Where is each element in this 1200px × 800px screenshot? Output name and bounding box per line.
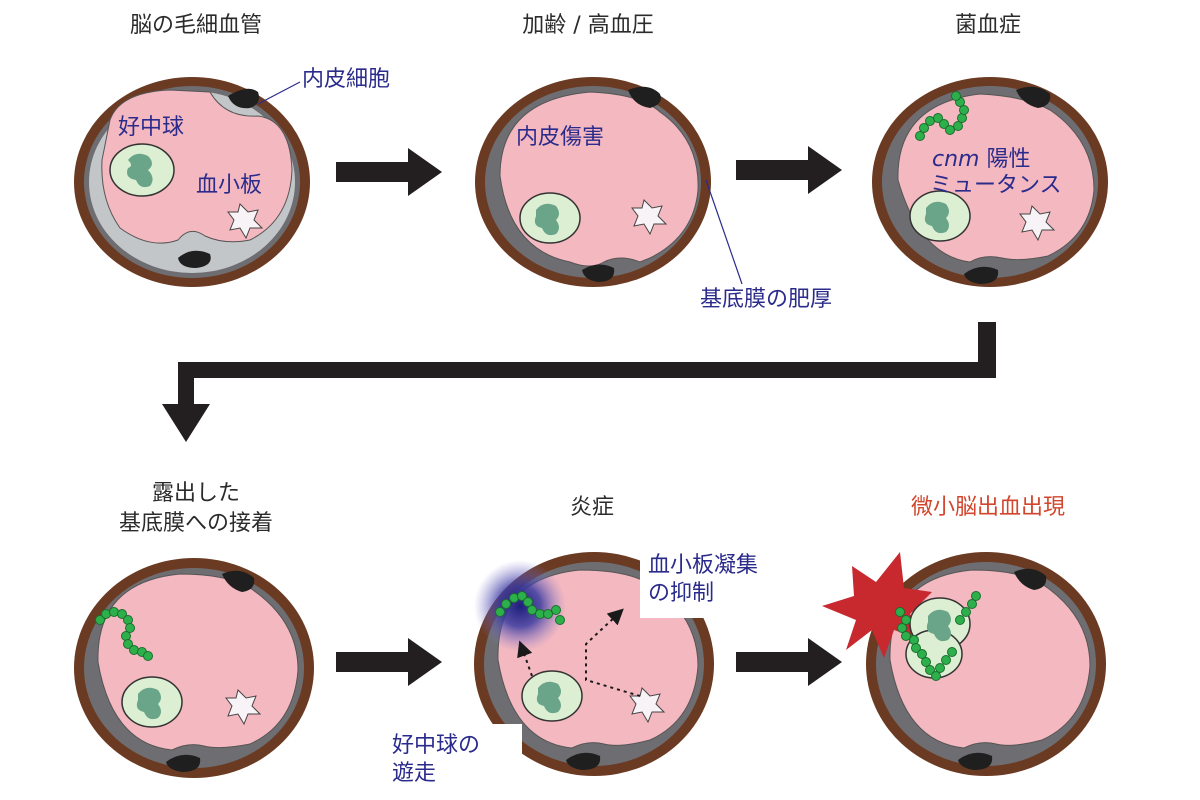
endothelial-nucleus [958, 752, 993, 770]
capillary-stage-5 [474, 552, 714, 776]
stage-4-title-line-1: 露出した [152, 481, 240, 506]
label-mutans: ミュータンス [930, 173, 1062, 198]
stage-2-title: 加齢 / 高血圧 [522, 13, 653, 38]
capillary-stage-6 [822, 552, 1106, 776]
label-cnm-italic: cnm [932, 147, 979, 172]
platelet-shape [225, 689, 262, 726]
endothelial-nucleus [964, 266, 999, 284]
platelet-shape [227, 203, 264, 240]
arrow-right [336, 148, 442, 196]
capillary-stage-4 [74, 558, 314, 778]
label-neutrophil-migration-line-1: 好中球の [392, 733, 480, 758]
endothelial-nucleus [628, 86, 661, 108]
lumen [499, 91, 699, 267]
label-neutrophil: 好中球 [118, 115, 184, 140]
bacteria-chain [495, 591, 565, 625]
bacteria-chain [95, 607, 153, 661]
endothelial-nucleus [1016, 86, 1051, 108]
label-endothelial-damage: 内皮傷害 [516, 125, 604, 150]
neutrophil-nucleus [926, 609, 951, 642]
neutrophil-nucleus [924, 201, 949, 234]
endothelial-nucleus [178, 250, 211, 268]
stage-1-title: 脳の毛細血管 [130, 13, 262, 38]
bacteria-chain [915, 91, 969, 141]
endothelial-nucleus [222, 570, 255, 592]
arrow-right [336, 638, 442, 686]
neutrophil-nucleus [534, 203, 559, 236]
label-cnm-positive: cnm 陽性 [932, 147, 1030, 172]
stage-4-title-line-2: 基底膜への接着 [119, 511, 273, 536]
stage-6-title: 微小脳出血出現 [911, 495, 1065, 520]
label-platelet-inhibition-line-2: の抑制 [648, 581, 714, 606]
endothelial-nucleus [166, 754, 201, 772]
stage-3-title: 菌血症 [955, 13, 1021, 38]
endothelial-nucleus [566, 752, 601, 770]
capillary-stage-2 [475, 77, 743, 287]
arrow-connector [162, 322, 996, 442]
label-platelet: 血小板 [196, 173, 262, 198]
inflammation-glow [474, 560, 566, 652]
lumen [101, 89, 293, 244]
label-platelet-inhibition-line-1: 血小板凝集 [648, 553, 758, 578]
platelet-shape [631, 199, 668, 236]
endothelial-nucleus [582, 264, 615, 282]
stage-5-title: 炎症 [570, 495, 614, 520]
capillary-stage-1 [74, 77, 310, 287]
inhibition-dotted-arrow [585, 608, 641, 697]
label-box-neutrophil [384, 724, 522, 800]
label-box-platelet-inhibition [640, 546, 758, 618]
label-neutrophil-migration-line-2: 遊走 [392, 761, 436, 786]
endothelial-nucleus [1014, 568, 1047, 590]
neutrophil-nucleus [536, 681, 561, 714]
platelet-shape [1019, 205, 1056, 242]
endothelial-nucleus [228, 88, 259, 109]
bacteria-chain [895, 591, 981, 681]
capillary-stage-3 [872, 77, 1108, 287]
label-cnm-rest: 陽性 [979, 147, 1030, 172]
neutrophil-nucleus [136, 687, 161, 720]
label-basement-thickening: 基底膜の肥厚 [700, 287, 832, 312]
arrow-right [736, 146, 842, 194]
arrow-right [736, 638, 842, 686]
neutrophil-nucleus [127, 153, 153, 188]
migration-dotted-arrow [517, 640, 533, 677]
label-endothelial-cell: 内皮細胞 [302, 67, 390, 92]
